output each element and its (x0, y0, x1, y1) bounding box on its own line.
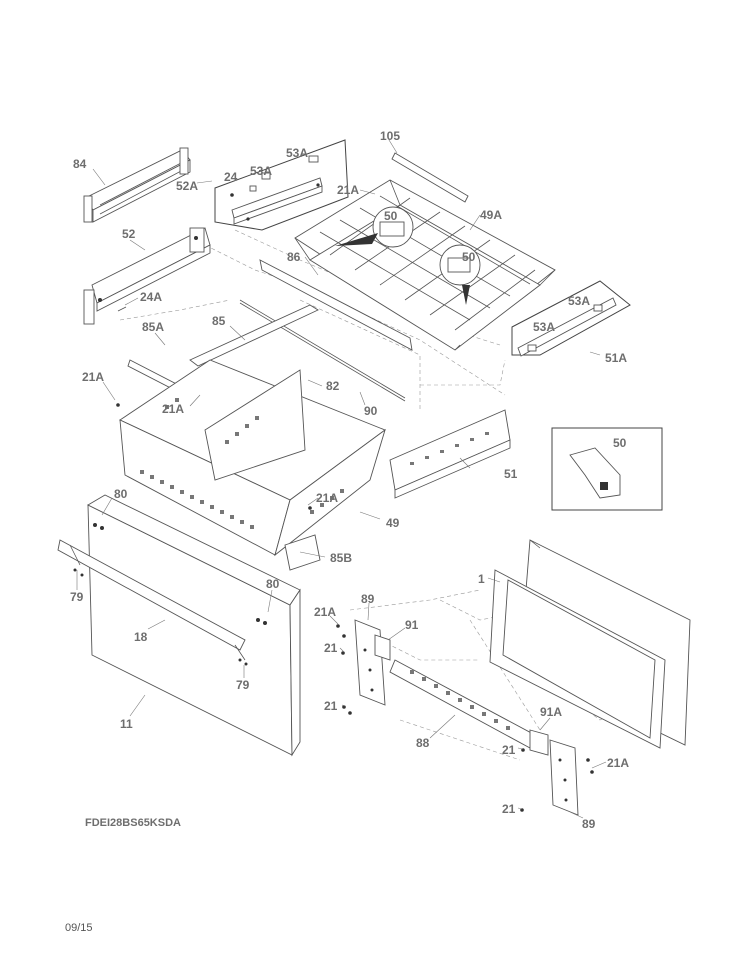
callout-89: 89 (582, 817, 596, 831)
leader-lines (76, 139, 607, 819)
callout-86: 86 (287, 250, 301, 264)
callout-50: 50 (462, 250, 476, 264)
callout-53A: 53A (533, 320, 555, 334)
callout-84: 84 (73, 157, 87, 171)
part-89-bracket-right (549, 739, 579, 816)
callout-90: 90 (364, 404, 378, 418)
callout-24: 24 (224, 170, 238, 184)
part-49A-wire-basket (294, 179, 556, 351)
callout-21: 21 (502, 802, 516, 816)
callout-49A: 49A (480, 208, 502, 222)
part-90-rod (239, 299, 406, 402)
callout-85B: 85B (330, 551, 352, 565)
date-code: 09/15 (65, 922, 93, 934)
part-91-clip (374, 634, 391, 661)
part-51-slide (389, 409, 511, 499)
callout-85A: 85A (142, 320, 164, 334)
callout-21A: 21A (337, 183, 359, 197)
screws (116, 193, 594, 812)
callout-85: 85 (212, 314, 226, 328)
part-1-gasket-frame (489, 539, 691, 749)
part-52A-slide-kit-box (214, 139, 349, 231)
callout-21A: 21A (607, 756, 629, 770)
callout-21A: 21A (314, 605, 336, 619)
callout-51: 51 (504, 467, 518, 481)
part-91A-clip (529, 729, 549, 756)
callout-79: 79 (70, 590, 84, 604)
callout-105: 105 (380, 129, 400, 143)
callout-82: 82 (326, 379, 340, 393)
callout-18: 18 (134, 630, 148, 644)
callout-52: 52 (122, 227, 136, 241)
callout-49: 49 (386, 516, 400, 530)
callout-91A: 91A (540, 705, 562, 719)
callout-52A: 52A (176, 179, 198, 193)
callout-88: 88 (416, 736, 430, 750)
callout-91: 91 (405, 618, 419, 632)
callout-50: 50 (384, 209, 398, 223)
callout-11: 11 (120, 717, 133, 731)
part-86-rail (259, 259, 413, 351)
part-105-bar (391, 152, 469, 203)
callout-21A: 21A (316, 491, 338, 505)
callout-79: 79 (236, 678, 250, 692)
callout-50: 50 (613, 436, 627, 450)
part-50-inset-box (551, 427, 663, 511)
part-84-grille (83, 147, 191, 223)
part-51A-slide-kit-box (511, 280, 631, 357)
callout-24A: 24A (140, 290, 162, 304)
callout-1: 1 (478, 572, 485, 586)
part-52-slide (83, 227, 211, 325)
part-89-bracket-left (354, 619, 386, 706)
callout-21A: 21A (162, 402, 184, 416)
callout-53A: 53A (568, 294, 590, 308)
model-number: FDEI28BS65KSDA (85, 817, 181, 829)
callout-53A: 53A (286, 146, 308, 160)
callout-21: 21 (324, 641, 338, 655)
callout-21: 21 (502, 743, 516, 757)
callout-21: 21 (324, 699, 338, 713)
callout-labels: 84 52A 53A 24 53A 105 21A 50 49A 52 86 5… (70, 129, 629, 831)
part-49-drawer-bin (119, 359, 386, 571)
callout-51A: 51A (605, 351, 627, 365)
callout-80: 80 (266, 577, 280, 591)
callout-21A: 21A (82, 370, 104, 384)
callout-53A: 53A (250, 164, 272, 178)
callout-80: 80 (114, 487, 128, 501)
part-11-door-panel (57, 494, 301, 757)
callout-89: 89 (361, 592, 375, 606)
